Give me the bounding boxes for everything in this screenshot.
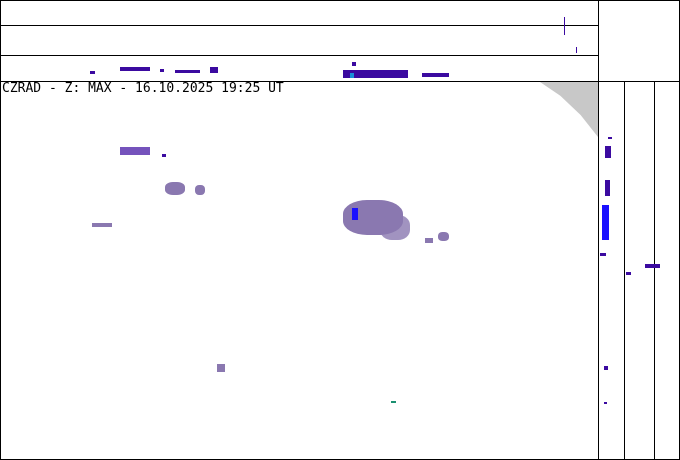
divider-v-3 (654, 81, 655, 460)
frame-left (0, 0, 1, 460)
divider-3 (0, 81, 680, 82)
radar-title: CZRAD - Z: MAX - 16.10.2025 19:25 UT (2, 81, 284, 96)
frame-top (0, 0, 680, 1)
divider-1 (0, 25, 598, 26)
out-of-range-area (540, 82, 598, 137)
divider-2 (0, 55, 598, 56)
divider-v-2 (624, 81, 625, 460)
divider-v-main (598, 0, 599, 460)
